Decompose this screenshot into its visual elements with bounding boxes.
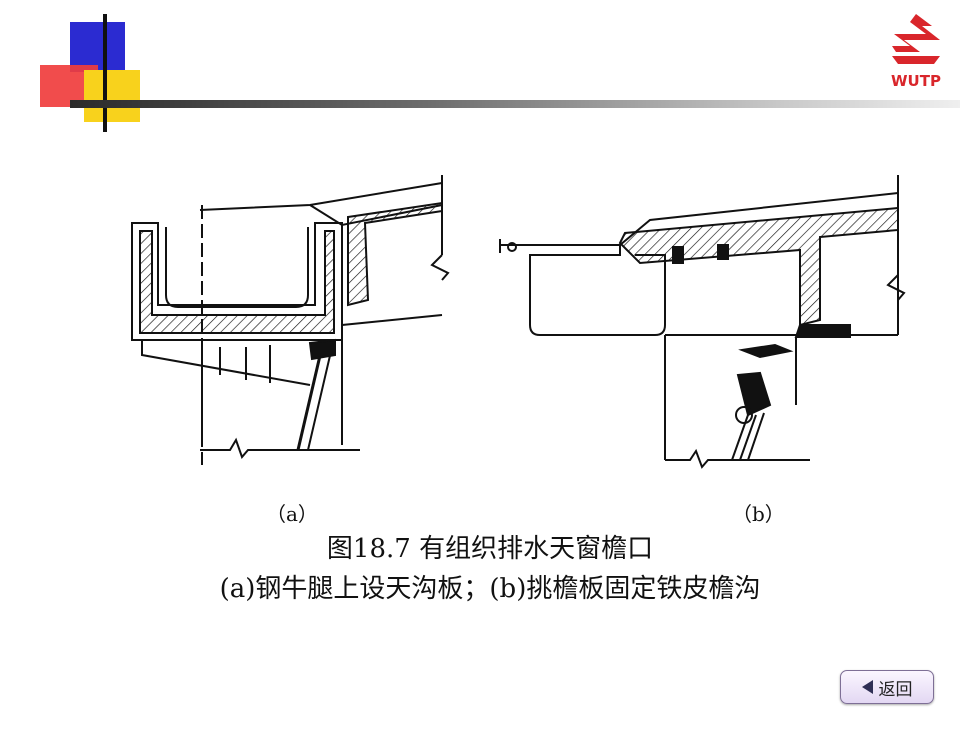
back-button-label: 返回 [878,679,913,700]
drawing-b [499,175,906,469]
back-button[interactable]: 返回 [840,670,934,704]
figure-caption-subtitle: (a)钢牛腿上设天沟板；(b)挑檐板固定铁皮檐沟 [219,574,761,604]
figure-label-b: （b） [732,502,785,526]
decor-title-bar [70,100,960,108]
eave-detail-drawing [131,175,906,469]
logo-text: WUTP [891,72,941,90]
figure-caption-title: 图18.7 有组织排水天窗檐口 [326,534,654,564]
wutp-logo: WUTP [891,14,941,90]
decor-yellow-square [84,70,140,122]
left-triangle-icon [861,680,873,694]
decor-blue-square [70,22,125,72]
figure-label-a: （a） [266,502,318,526]
drawing-a [131,175,450,465]
decor-vertical-line [103,14,107,132]
